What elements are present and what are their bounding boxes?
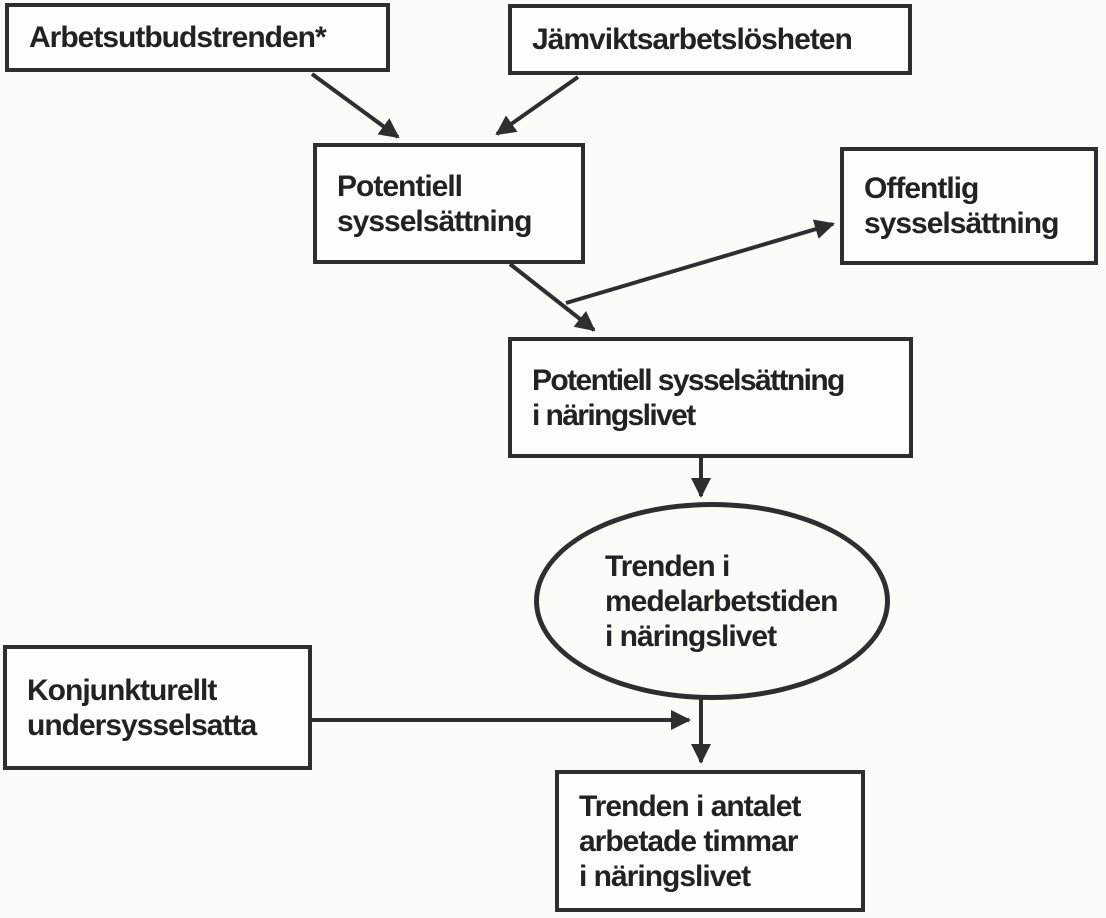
node-trenden-antalet-arbetade-timmar: Trenden i antalet arbetade timmar i näri… — [555, 770, 865, 912]
node-jamviktsarbetslosheten: Jämviktsarbetslösheten — [508, 4, 912, 75]
node-potentiell-sysselsattning: Potentiell sysselsättning — [313, 143, 585, 264]
node-label: i näringslivet — [532, 398, 696, 432]
node-label: Arbetsutbudstrenden* — [29, 21, 327, 54]
node-trenden-medelarbetstiden: Trenden i medelarbetstiden i näringslive… — [534, 502, 890, 700]
node-label: arbetade timmar — [579, 824, 798, 858]
node-label: Potentiell — [337, 169, 463, 203]
node-label: Trenden i — [605, 549, 730, 583]
node-konjunkturellt-undersysselsatta: Konjunkturellt undersysselsatta — [3, 645, 312, 770]
arrow-potentiell-to-offentlig — [565, 219, 835, 305]
node-label: Konjunkturellt — [27, 673, 217, 707]
node-label: medelarbetstiden — [605, 584, 838, 618]
arrow-jamviktsarbetslosheten-to-potentiell — [495, 75, 580, 136]
node-label: i näringslivet — [605, 619, 777, 653]
node-arbetsutbudstrenden: Arbetsutbudstrenden* — [5, 3, 390, 72]
node-label: Potentiell sysselsättning — [532, 363, 845, 397]
node-label: sysselsättning — [864, 207, 1059, 240]
node-label: Offentlig — [864, 172, 979, 205]
arrow-potentiell-to-naringslivet — [508, 262, 596, 332]
node-label: Trenden i antalet — [579, 789, 801, 823]
arrow-arbetsutbudstrenden-to-potentiell — [310, 72, 400, 139]
node-label: Jämviktsarbetslösheten — [532, 23, 853, 56]
node-label: undersysselsatta — [27, 708, 257, 742]
node-potentiell-sysselsattning-naringslivet: Potentiell sysselsättning i näringslivet — [508, 337, 913, 458]
node-offentlig-sysselsattning: Offentlig sysselsättning — [840, 147, 1098, 265]
node-label: sysselsättning — [337, 204, 532, 238]
node-label: i näringslivet — [579, 859, 751, 893]
